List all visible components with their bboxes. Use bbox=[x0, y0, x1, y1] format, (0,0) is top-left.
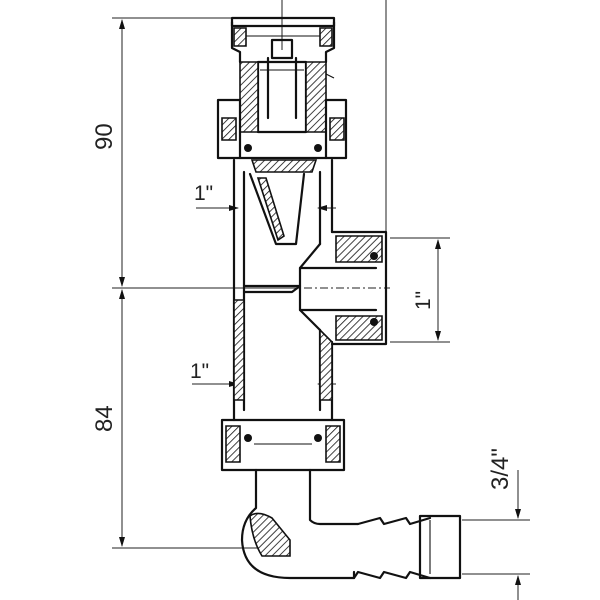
inlet-outline bbox=[330, 230, 388, 346]
main-body bbox=[232, 158, 334, 422]
o-ring-upper-right bbox=[314, 144, 322, 152]
barb-lower bbox=[352, 570, 432, 580]
hose-end-cap bbox=[418, 514, 462, 580]
housing-wall-left bbox=[239, 61, 259, 133]
elbow-inner bbox=[308, 468, 360, 526]
label-hose: 3/4" bbox=[487, 448, 514, 490]
nut-left-hatch bbox=[221, 117, 237, 141]
upper-nut bbox=[216, 98, 348, 160]
stem-housing bbox=[256, 60, 308, 134]
o-ring-inlet-bottom bbox=[370, 318, 378, 326]
cap-top-plate bbox=[230, 16, 336, 28]
label-body-upper: 1" bbox=[194, 182, 213, 205]
lower-nut bbox=[220, 418, 346, 472]
body-section-left bbox=[233, 299, 245, 401]
float-hatch bbox=[256, 177, 285, 242]
side-inlet bbox=[298, 230, 388, 346]
dimension-labels: 90 84 1" 1" 1" 3/4" bbox=[91, 123, 514, 490]
stem-shaft bbox=[266, 56, 298, 120]
cap-wall-left bbox=[233, 27, 247, 47]
lower-nut-outline bbox=[220, 418, 346, 472]
hose-elbow bbox=[240, 468, 462, 580]
label-body-lower: 1" bbox=[190, 360, 209, 383]
valve-seat bbox=[250, 159, 318, 173]
body-section-right bbox=[319, 328, 333, 401]
stem bbox=[239, 38, 327, 134]
float-outline bbox=[248, 172, 306, 246]
cap-outline bbox=[230, 20, 336, 64]
inlet-funnel bbox=[298, 242, 322, 332]
label-inlet: 1" bbox=[412, 291, 435, 310]
label-84: 84 bbox=[91, 405, 118, 432]
inner-divider bbox=[242, 284, 302, 294]
nut-right-hatch bbox=[329, 117, 345, 141]
barb-upper bbox=[356, 516, 432, 526]
label-90: 90 bbox=[91, 123, 118, 150]
inlet-bore bbox=[298, 266, 378, 312]
nut-right bbox=[324, 98, 348, 160]
float-valve bbox=[248, 159, 318, 246]
o-ring-lower-right bbox=[314, 434, 322, 442]
housing-wall-right bbox=[305, 61, 327, 133]
elbow-outer bbox=[240, 468, 356, 580]
o-ring-lower-left bbox=[244, 434, 252, 442]
o-ring-upper-left bbox=[244, 144, 252, 152]
stem-head bbox=[270, 38, 294, 60]
elbow-hatch bbox=[249, 512, 291, 557]
lower-nut-right-hatch bbox=[325, 425, 341, 463]
o-ring-inlet-top bbox=[370, 252, 378, 260]
lower-nut-left-hatch bbox=[225, 425, 241, 463]
cap-wall-right bbox=[319, 27, 333, 47]
